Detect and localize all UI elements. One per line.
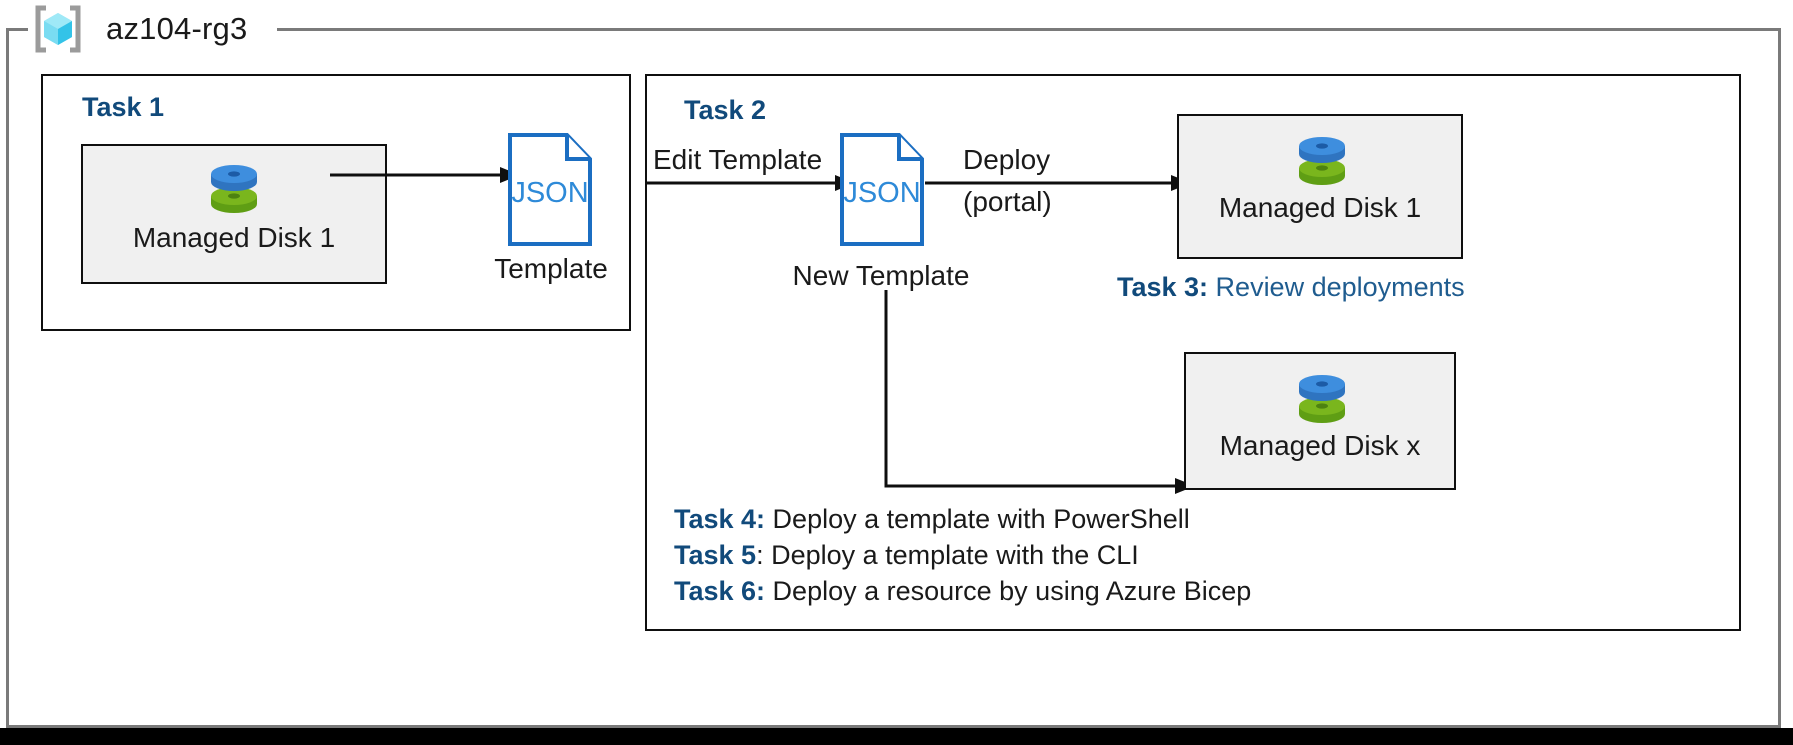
task-5-note: Task 5: Deploy a template with the CLI xyxy=(674,540,1139,571)
resource-group-frame xyxy=(6,28,1781,728)
svg-text:JSON: JSON xyxy=(511,177,588,209)
bottom-band xyxy=(0,728,1793,745)
json-document-icon: JSON xyxy=(839,132,925,247)
svg-text:JSON: JSON xyxy=(843,177,920,209)
deployed-managed-disk-1-label: Managed Disk 1 xyxy=(1218,192,1422,223)
task-2-heading: Task 2 xyxy=(684,95,767,125)
task-5-key: Task 5 xyxy=(674,540,757,570)
task-3-description: Review deployments xyxy=(1208,272,1465,302)
template-caption: Template xyxy=(494,253,608,284)
deploy-portal-label: (portal) xyxy=(963,186,1052,217)
json-document-icon: JSON xyxy=(507,132,593,247)
deploy-portal-arrow xyxy=(925,168,1191,198)
task-2-group xyxy=(645,74,1741,631)
managed-disk-1-label: Managed Disk 1 xyxy=(132,222,336,253)
resource-group-header: az104-rg3 xyxy=(32,0,247,58)
task-4-key: Task 4: xyxy=(674,504,766,534)
deploy-label: Deploy xyxy=(963,144,1051,175)
task-6-note: Task 6: Deploy a resource by using Azure… xyxy=(674,576,1251,607)
managed-disk-x-label: Managed Disk x xyxy=(1219,430,1421,461)
new-template-caption: New Template xyxy=(792,260,970,291)
task-6-description: Deploy a resource by using Azure Bicep xyxy=(765,576,1252,606)
task-1-group xyxy=(41,74,631,331)
task-5-description: : Deploy a template with the CLI xyxy=(756,540,1139,570)
export-template-arrow xyxy=(330,160,520,190)
task-4-description: Deploy a template with PowerShell xyxy=(765,504,1190,534)
task-6-key: Task 6: xyxy=(674,576,766,606)
managed-disk-1-card: Managed Disk 1 xyxy=(81,144,387,284)
deployed-managed-disk-1-card: Managed Disk 1 xyxy=(1177,114,1463,259)
task-3-note: Task 3: Review deployments xyxy=(1117,272,1465,303)
task-1-heading: Task 1 xyxy=(82,92,165,122)
deploy-scaled-disk-connector xyxy=(870,290,1195,500)
managed-disk-x-card: Managed Disk x xyxy=(1184,352,1456,490)
azure-resource-group-icon xyxy=(32,4,84,54)
task-4-note: Task 4: Deploy a template with PowerShel… xyxy=(674,504,1190,535)
managed-disk-icon xyxy=(1291,370,1349,426)
managed-disk-icon xyxy=(203,160,265,218)
edit-template-label: Edit Template xyxy=(653,144,823,175)
resource-group-name: az104-rg3 xyxy=(106,11,248,46)
resource-group-frame-top-right xyxy=(277,28,1781,31)
task-3-key: Task 3: xyxy=(1117,272,1209,302)
managed-disk-icon xyxy=(1291,132,1349,188)
edit-template-arrow xyxy=(645,168,855,198)
resource-group-frame-top-left xyxy=(6,28,28,31)
